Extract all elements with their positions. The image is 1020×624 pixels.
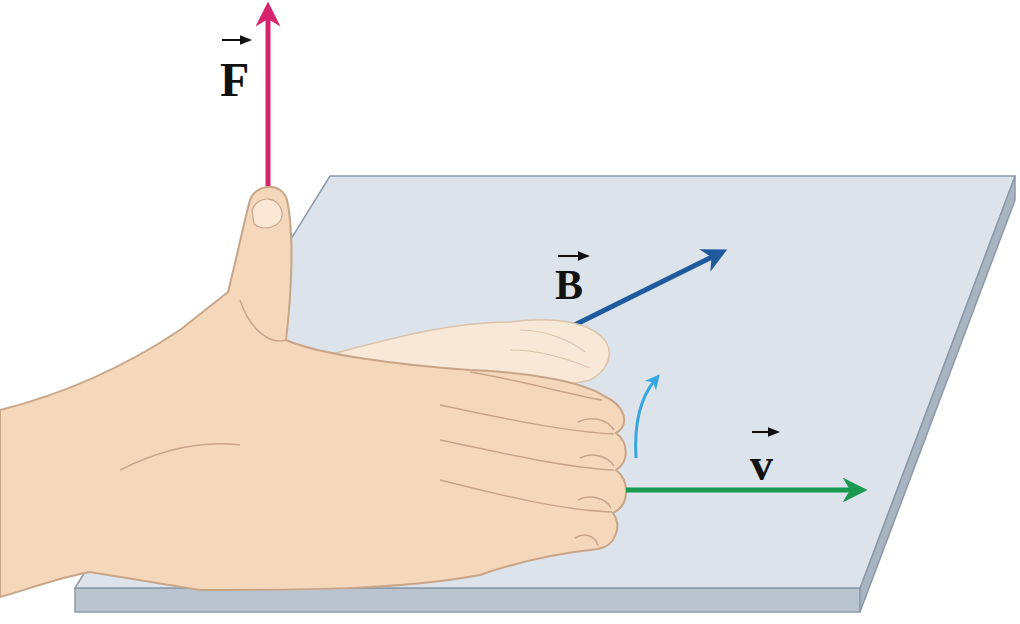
v-arrow	[626, 488, 855, 493]
thumbnail	[252, 199, 282, 228]
vector-accent	[558, 255, 584, 257]
hand	[0, 187, 626, 597]
finger-lines	[120, 300, 614, 512]
vector-label: B	[555, 264, 583, 306]
fingernails	[575, 419, 614, 546]
curl-arrow	[636, 380, 655, 458]
vector-accent	[222, 39, 246, 41]
f-arrow	[266, 14, 271, 186]
vector-accent	[752, 431, 774, 433]
plate-edge	[75, 588, 860, 612]
vector-label: F	[220, 56, 249, 104]
vector-label: v	[750, 442, 773, 488]
